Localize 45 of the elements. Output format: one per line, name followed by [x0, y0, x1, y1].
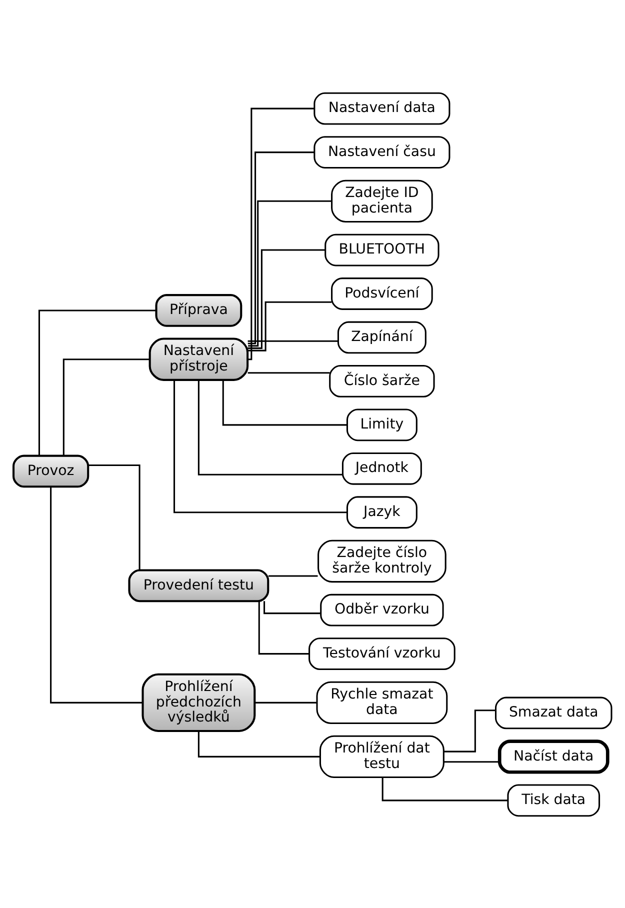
- node-box: Načíst data: [498, 739, 610, 774]
- connector: [173, 379, 348, 513]
- connector: [248, 200, 332, 346]
- node-box: Provoz: [12, 454, 90, 488]
- connector: [198, 379, 343, 475]
- node-box: Číslo šarže: [329, 364, 435, 397]
- connector: [248, 151, 314, 344]
- connector: [222, 380, 348, 426]
- connector: [62, 358, 150, 456]
- node-box: Jednotk: [342, 452, 422, 484]
- node-box: Provedení testu: [128, 568, 270, 602]
- connector: [258, 600, 310, 654]
- node-box: BLUETOOTH: [324, 233, 440, 266]
- node-box: Odběr vzorku: [320, 593, 444, 626]
- connector: [268, 574, 318, 576]
- node-box: Limity: [346, 408, 418, 441]
- node-box: Zadejte ID pacienta: [331, 179, 433, 222]
- node-box: Jazyk: [346, 496, 418, 528]
- node-box: Prohlížení dat testu: [319, 734, 444, 778]
- connector: [444, 760, 500, 762]
- connector: [254, 701, 317, 703]
- connector: [88, 464, 140, 570]
- node-box: Příprava: [155, 294, 242, 326]
- node-box: Nastavení data: [314, 92, 450, 124]
- node-box: Smazat data: [494, 696, 612, 729]
- connector: [264, 600, 321, 614]
- connector: [248, 248, 326, 348]
- connector: [382, 777, 508, 801]
- connector: [248, 300, 332, 351]
- node-box: Tisk data: [507, 784, 600, 816]
- connector: [248, 340, 338, 342]
- node-box: Zapínání: [337, 320, 426, 354]
- connector: [248, 107, 314, 360]
- connector: [444, 709, 496, 752]
- node-box: Prohlížení předchozích výsledků: [142, 672, 256, 732]
- connector: [198, 731, 320, 757]
- node-box: Nastavení přístroje: [148, 337, 249, 380]
- node-box: Rychle smazat data: [316, 680, 448, 724]
- node-box: Nastavení času: [314, 136, 450, 168]
- connector: [50, 486, 142, 703]
- node-box: Testování vzorku: [308, 637, 456, 670]
- node-box: Zadejte číslo šarže kontroly: [318, 539, 446, 582]
- connector: [38, 309, 156, 455]
- connector: [248, 372, 330, 374]
- node-box: Podsvícení: [331, 277, 433, 310]
